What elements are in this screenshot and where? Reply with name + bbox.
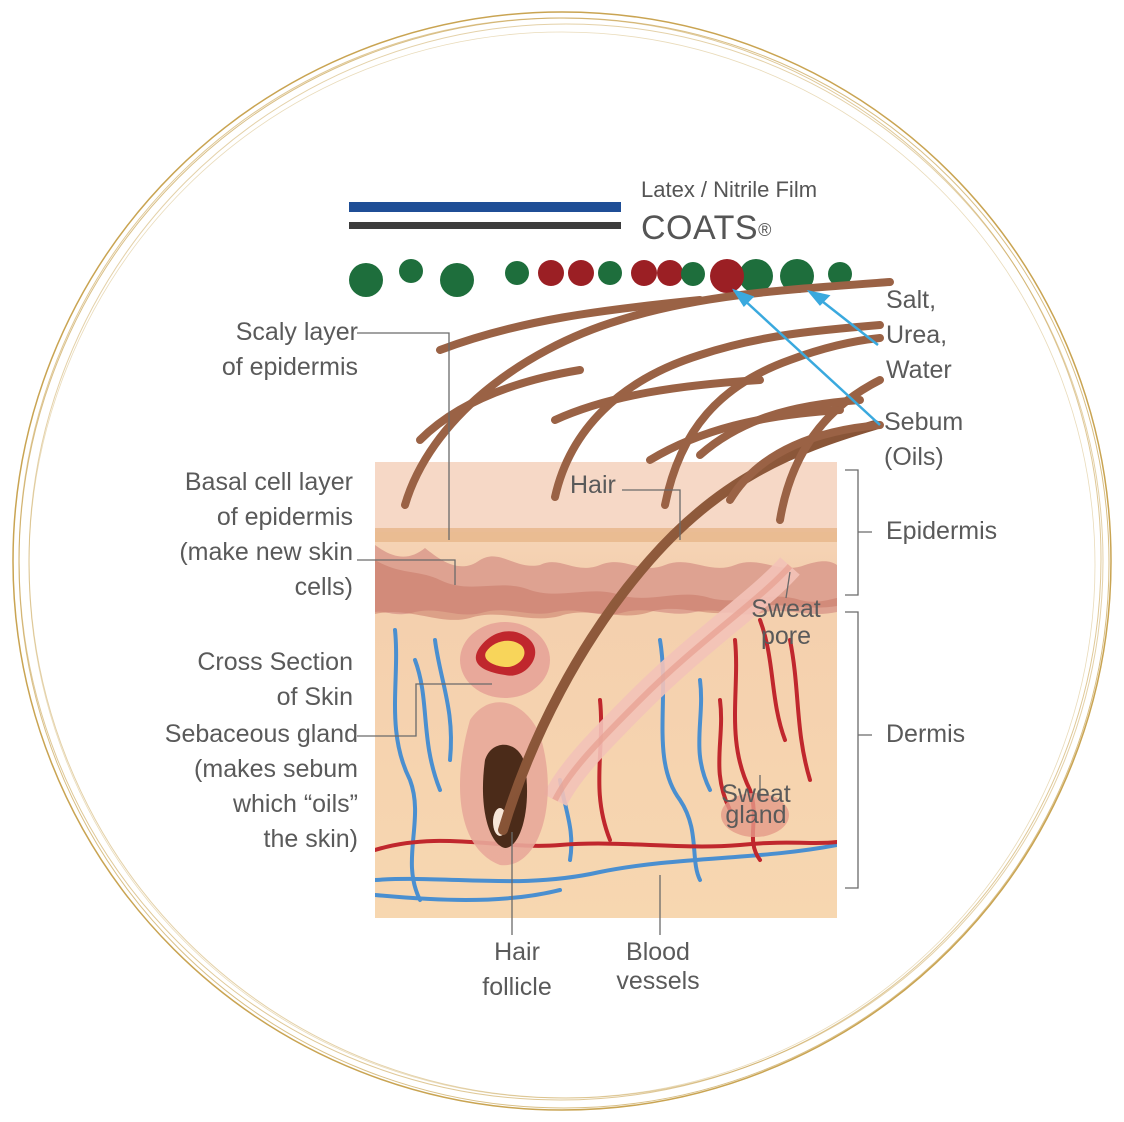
- label-salt-urea-water: Salt, Urea, Water: [886, 283, 952, 388]
- coats-registered-mark: ®: [758, 220, 772, 240]
- coats-brand: COATS®: [641, 209, 772, 247]
- label-sweat-gland: Sweat gland: [708, 777, 804, 833]
- droplet-green: [399, 259, 423, 283]
- droplet-green: [505, 261, 529, 285]
- label-basal-layer: Basal cell layer of epidermis (make new …: [179, 465, 353, 605]
- droplet-green: [440, 263, 474, 297]
- bracket-dermis: [845, 612, 872, 888]
- droplet-red: [538, 260, 564, 286]
- droplet-green: [349, 263, 383, 297]
- skin-cross-section: [375, 425, 875, 918]
- droplet-red: [568, 260, 594, 286]
- droplet-green: [681, 262, 705, 286]
- brackets: [845, 470, 872, 888]
- droplet-red: [631, 260, 657, 286]
- label-sebum-oils: Sebum (Oils): [884, 405, 963, 475]
- droplet-red: [657, 260, 683, 286]
- film-bar-dark: [349, 222, 621, 229]
- label-sweat-pore: Sweat pore: [740, 592, 832, 654]
- film-label: Latex / Nitrile Film: [641, 176, 817, 204]
- label-dermis: Dermis: [886, 717, 965, 752]
- label-hair-follicle: Hair follicle: [462, 935, 572, 1005]
- label-scaly-layer: Scaly layer of epidermis: [222, 315, 358, 385]
- label-sebaceous-gland: Sebaceous gland (makes sebum which “oils…: [165, 717, 358, 857]
- label-cross-section: Cross Section of Skin: [197, 645, 353, 715]
- droplet-red: [710, 259, 744, 293]
- film-bar-blue: [349, 202, 621, 212]
- label-epidermis: Epidermis: [886, 514, 997, 549]
- label-blood-vessels: Blood vessels: [598, 935, 718, 999]
- droplet-green: [739, 259, 773, 293]
- coats-brand-text: COATS: [641, 209, 758, 247]
- droplet-green: [598, 261, 622, 285]
- label-hair: Hair: [570, 468, 616, 503]
- bracket-epidermis: [845, 470, 872, 595]
- pointer-salt: [818, 298, 878, 345]
